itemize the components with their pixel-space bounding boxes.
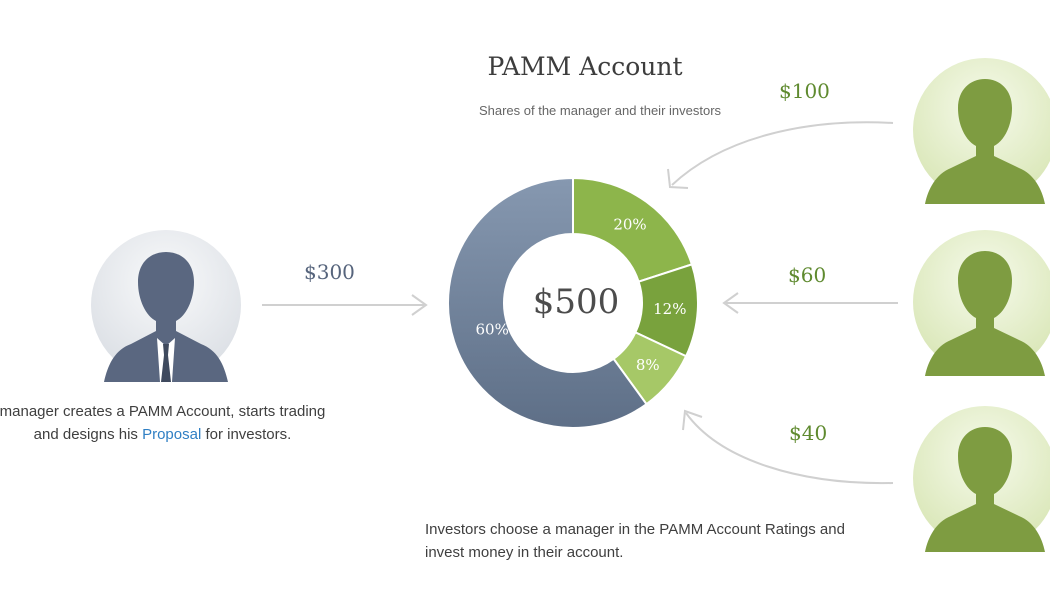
manager-avatar (89, 228, 243, 382)
manager-caption: manager creates a PAMM Account, starts t… (0, 400, 335, 446)
investor-silhouette-icon (925, 79, 1045, 204)
investor-avatar-1 (911, 56, 1050, 204)
page-title: PAMM Account (487, 52, 683, 81)
investor-silhouette-icon (925, 427, 1045, 552)
donut-slice-label-1: 20% (613, 216, 646, 234)
investor-avatar-3 (911, 404, 1050, 552)
investor-arrow-top-head (667, 168, 689, 189)
proposal-link[interactable]: Proposal (142, 426, 202, 443)
manager-amount: $300 (304, 260, 355, 284)
investor-arrow-bottom-head (682, 409, 703, 431)
share-donut-chart: 20% 12% 8% 60% (447, 176, 699, 429)
investor-arrow-bottom (685, 412, 894, 485)
investor-amount-2: $60 (788, 263, 827, 287)
investor-amount-3: $40 (789, 421, 828, 445)
investor-amount-1: $100 (779, 79, 830, 103)
page-subtitle: Shares of the manager and their investor… (478, 103, 722, 118)
investor-arrow-middle-head (722, 292, 739, 314)
donut-slice-4 (447, 176, 648, 429)
donut-slice-label-4: 60% (475, 320, 508, 338)
manager-caption-tail: for investors. (201, 426, 292, 443)
investor-silhouette-icon (925, 251, 1045, 376)
donut-slice-label-3: 8% (636, 356, 660, 374)
donut-slice-label-2: 12% (653, 300, 686, 318)
manager-silhouette-icon (104, 252, 228, 382)
investor-caption: Investors choose a manager in the PAMM A… (425, 521, 845, 561)
arrows (262, 121, 898, 485)
investor-arrow-top (671, 121, 894, 186)
donut-center-total: $500 (533, 282, 620, 322)
manager-caption-text: manager creates a PAMM Account, starts t… (0, 403, 326, 443)
investor-avatar-2 (911, 228, 1050, 376)
manager-arrow-head (411, 294, 428, 316)
